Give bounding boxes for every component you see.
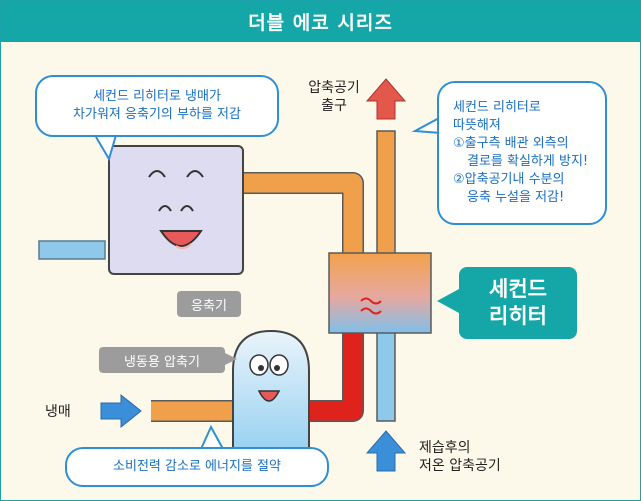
page-title: 더블 에코 시리즈: [1, 1, 640, 42]
note-line: ②압축공기내 수분의: [453, 172, 565, 187]
tag-pointer-compressor: [225, 353, 237, 365]
reheater-label-line: 세컨드: [489, 277, 547, 301]
condenser-inlet-pipe: [38, 240, 106, 260]
condenser-tag: 응축기: [177, 291, 241, 317]
reheater-tank: [328, 252, 432, 334]
refrigerant-arrow: [100, 393, 142, 429]
condenser-face-icon: [148, 170, 204, 250]
outlet-label: 압축공기 출구: [299, 79, 369, 115]
bubble-tail-condenser: [95, 134, 117, 162]
reheater-label-box: 세컨드 리히터: [459, 267, 577, 339]
bubble-power-note: 소비전력 감소로 에너지를 절약: [65, 447, 329, 487]
bubble-condenser-note: 세컨드 리히터로 냉매가 차가워져 응축기의 부하를 저감: [35, 75, 279, 137]
note-line: ①출구측 배관 외측의: [453, 136, 569, 151]
inlet-label: 제습후의 저온 압축공기: [419, 439, 501, 475]
note-line: 세컨드 리히터로 냉매가: [93, 89, 221, 104]
outlet-pipe: [376, 130, 396, 262]
note-line: 응축 누설을 저감!: [467, 190, 565, 205]
compressor-tag: 냉동용 압축기: [99, 347, 225, 373]
note-line: 차가워져 응축기의 부하를 저감: [73, 107, 241, 122]
refrigerant-label: 냉매: [45, 404, 71, 420]
outlet-label-line: 압축공기: [308, 80, 360, 96]
inlet-arrow: [365, 430, 407, 472]
bubble-tail-power: [200, 424, 224, 450]
condenser-unit: [108, 145, 244, 275]
outlet-arrow: [365, 78, 407, 120]
inlet-label-line: 저온 압축공기: [419, 458, 501, 474]
hot-pipe-upper: [231, 172, 364, 263]
inlet-label-line: 제습후의: [419, 440, 471, 456]
reheater-label-line: 리히터: [489, 304, 547, 328]
reheater-pointer: [437, 289, 459, 313]
inlet-pipe: [376, 318, 396, 422]
compressor-face-icon: [249, 354, 289, 402]
note-line: 따뜻해져: [453, 118, 501, 133]
bubble-tail-reheater: [411, 116, 442, 134]
note-line: 결로를 확실하게 방지!: [467, 154, 589, 169]
bubble-reheater-note: 세컨드 리히터로 따뜻해져 ①출구측 배관 외측의 결로를 확실하게 방지! ②…: [437, 81, 607, 225]
note-line: 세컨드 리히터로: [453, 100, 541, 115]
outlet-label-line: 출구: [321, 98, 347, 114]
heat-wave-icon: [360, 297, 382, 315]
